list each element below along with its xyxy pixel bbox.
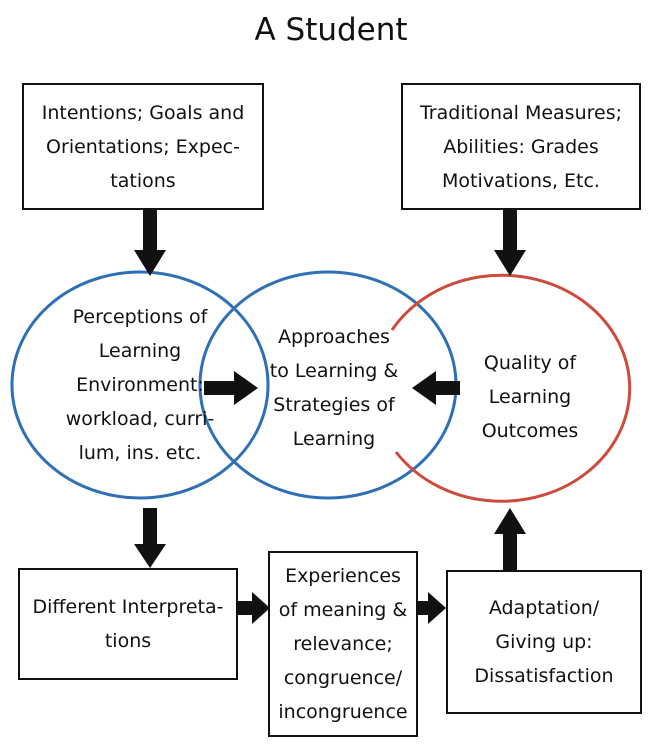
experiences-box: Experiences of meaning & relevance; cong… xyxy=(268,551,418,737)
intentions-line-2: Orientations; Expec- xyxy=(46,135,240,158)
intentions-line-3: tations xyxy=(110,169,176,192)
approaches-text: Approaches to Learning & Strategies of L… xyxy=(244,320,424,456)
adaptation-line-3: Dissatisfaction xyxy=(474,665,614,687)
arrow-quality-to-approaches xyxy=(412,371,460,405)
traditional-line-2: Abilities: Grades xyxy=(443,135,599,158)
adaptation-line-2: Giving up: xyxy=(495,631,593,653)
arrow-adaptation-to-quality xyxy=(494,508,526,570)
arrow-perceptions-to-interpretations xyxy=(134,508,166,568)
experiences-line-3: relevance; xyxy=(293,633,393,655)
perceptions-text: Perceptions of Learning Environment: wor… xyxy=(18,300,262,470)
experiences-line-2: of meaning & xyxy=(278,599,408,621)
experiences-line-5: incongruence xyxy=(278,701,408,723)
quality-line-3: Outcomes xyxy=(481,420,579,442)
traditional-box: Traditional Measures; Abilities: Grades … xyxy=(401,83,641,210)
adaptation-line-1: Adaptation/ xyxy=(488,597,600,619)
arrow-intentions-to-perceptions xyxy=(134,210,166,276)
approaches-line-4: Learning xyxy=(292,428,376,450)
interpretations-line-1: Different Interpreta- xyxy=(32,596,224,618)
intentions-box: Intentions; Goals and Orientations; Expe… xyxy=(22,83,264,210)
experiences-line-1: Experiences xyxy=(285,565,401,587)
arrow-traditional-to-quality xyxy=(494,210,526,276)
perceptions-line-3: Environment: xyxy=(76,374,204,396)
experiences-line-4: congruence/ xyxy=(283,667,403,689)
interpretations-box: Different Interpreta- tions xyxy=(18,568,238,680)
perceptions-line-1: Perceptions of xyxy=(72,306,208,328)
traditional-line-1: Traditional Measures; xyxy=(419,101,622,124)
quality-line-2: Learning xyxy=(488,386,572,408)
arrow-experiences-to-adaptation xyxy=(418,592,446,624)
perceptions-line-4: workload, curri- xyxy=(65,408,215,430)
traditional-line-3: Motivations, Etc. xyxy=(442,169,600,192)
quality-text: Quality of Learning Outcomes xyxy=(455,346,605,448)
arrow-interpretations-to-experiences xyxy=(238,592,270,624)
arrow-perceptions-to-approaches xyxy=(204,371,258,405)
perceptions-line-2: Learning xyxy=(98,340,182,362)
page-title: A Student xyxy=(254,12,408,48)
perceptions-circle xyxy=(10,270,270,500)
approaches-line-3: Strategies of xyxy=(273,394,395,416)
approaches-line-1: Approaches xyxy=(278,326,390,348)
perceptions-line-5: lum, ins. etc. xyxy=(78,442,202,464)
adaptation-box: Adaptation/ Giving up: Dissatisfaction xyxy=(446,570,642,714)
interpretations-line-2: tions xyxy=(104,630,152,652)
intentions-line-1: Intentions; Goals and xyxy=(41,101,245,124)
quality-line-1: Quality of xyxy=(483,352,577,374)
quality-circle xyxy=(390,273,632,503)
approaches-line-2: to Learning & xyxy=(269,360,399,382)
